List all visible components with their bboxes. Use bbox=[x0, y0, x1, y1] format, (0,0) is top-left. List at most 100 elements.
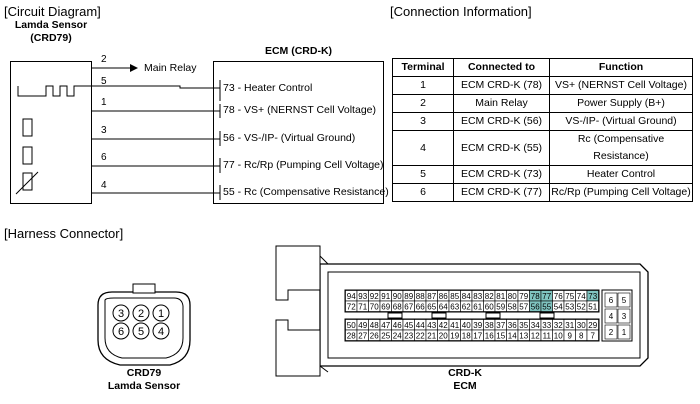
crdk-pin: 67 bbox=[404, 302, 413, 311]
crdk-pin: 83 bbox=[473, 292, 482, 301]
crdk-pin: 31 bbox=[565, 321, 574, 330]
crdk-pin: 14 bbox=[508, 331, 517, 340]
crdk-code: CRD-K bbox=[448, 367, 482, 379]
crdk-pin: 88 bbox=[416, 292, 425, 301]
crdk-pin: 39 bbox=[473, 321, 482, 330]
ecm-terminal-label: 73 - Heater Control bbox=[223, 82, 313, 94]
crdk-pin: 84 bbox=[462, 292, 471, 301]
crdk-pin: 94 bbox=[347, 292, 356, 301]
crdk-pin: 13 bbox=[519, 331, 528, 340]
crdk-pin: 82 bbox=[485, 292, 494, 301]
table-cell: VS+ (NERNST Cell Voltage) bbox=[549, 76, 693, 95]
crdk-pin-cell bbox=[586, 329, 599, 341]
sensor-box bbox=[10, 61, 92, 204]
crdk-pin: 7 bbox=[591, 331, 596, 340]
crdk-pin: 34 bbox=[531, 321, 540, 330]
crdk-pin: 25 bbox=[381, 331, 390, 340]
crdk-pin: 61 bbox=[473, 302, 482, 311]
crdk-pin: 17 bbox=[473, 331, 482, 340]
crdk-side-pin-cell bbox=[617, 292, 631, 308]
table-header: Terminal bbox=[392, 58, 454, 77]
crdk-pin: 69 bbox=[381, 302, 390, 311]
sensor-code: (CRD79) bbox=[30, 32, 72, 44]
crdk-pin: 85 bbox=[450, 292, 459, 301]
harness-connector-title: [Harness Connector] bbox=[4, 226, 124, 241]
crdk-pin: 42 bbox=[439, 321, 448, 330]
crd79-pin: 3 bbox=[118, 308, 124, 320]
crdk-pin: 68 bbox=[393, 302, 402, 311]
crdk-pin: 71 bbox=[358, 302, 367, 311]
crdk-pin: 54 bbox=[554, 302, 563, 311]
crdk-side-pin: 5 bbox=[622, 296, 627, 305]
crd79-pin: 5 bbox=[138, 326, 144, 338]
crdk-pin: 16 bbox=[485, 331, 494, 340]
crdk-pin: 35 bbox=[519, 321, 528, 330]
crdk-side-pin: 1 bbox=[622, 328, 627, 337]
crdk-pin: 92 bbox=[370, 292, 379, 301]
sensor-name: Lamda Sensor bbox=[14, 19, 88, 31]
crdk-pin: 70 bbox=[370, 302, 379, 311]
crd79-code: CRD79 bbox=[126, 367, 162, 379]
connection-info-title: [Connection Information] bbox=[390, 4, 532, 19]
crdk-pin: 15 bbox=[496, 331, 505, 340]
crdk-pin: 81 bbox=[496, 292, 505, 301]
crdk-pin: 45 bbox=[404, 321, 413, 330]
table-cell: ECM CRD-K (73) bbox=[453, 165, 550, 184]
crdk-side-pin: 4 bbox=[609, 312, 614, 321]
circuit-diagram-title: [Circuit Diagram] bbox=[4, 4, 101, 19]
wire-pin: 3 bbox=[101, 125, 107, 136]
crdk-pin: 46 bbox=[393, 321, 402, 330]
ecm-title: ECM (CRD-K) bbox=[264, 45, 333, 57]
crdk-pin: 90 bbox=[393, 292, 402, 301]
table-cell: Heater Control bbox=[549, 165, 693, 184]
wire-pin: 4 bbox=[101, 180, 107, 191]
table-cell: ECM CRD-K (77) bbox=[453, 183, 550, 202]
crdk-pin: 51 bbox=[588, 302, 597, 311]
crdk-pin: 20 bbox=[439, 331, 448, 340]
crdk-pin: 28 bbox=[347, 331, 356, 340]
crdk-pin: 9 bbox=[568, 331, 573, 340]
crdk-pin: 18 bbox=[462, 331, 471, 340]
crdk-pin: 75 bbox=[565, 292, 574, 301]
crdk-side-pin: 6 bbox=[609, 296, 614, 305]
ecm-terminal-label: 78 - VS+ (NERNST Cell Voltage) bbox=[223, 104, 376, 116]
crdk-pin: 53 bbox=[565, 302, 574, 311]
crdk-pin: 77 bbox=[542, 292, 551, 301]
crdk-pin: 66 bbox=[416, 302, 425, 311]
crdk-pin: 10 bbox=[554, 331, 563, 340]
crdk-pin: 26 bbox=[370, 331, 379, 340]
crdk-pin: 43 bbox=[427, 321, 436, 330]
crdk-pin: 30 bbox=[577, 321, 586, 330]
ecm-terminal-label: 55 - Rc (Compensative Resistance) bbox=[223, 186, 389, 198]
crd79-pin: 1 bbox=[158, 308, 164, 320]
ecm-terminal-label: 56 - VS-/IP- (Virtual Ground) bbox=[223, 132, 356, 144]
crd79-name: Lamda Sensor bbox=[107, 380, 181, 392]
ecm-box bbox=[213, 61, 384, 204]
crdk-pin: 48 bbox=[370, 321, 379, 330]
crdk-pin: 12 bbox=[531, 331, 540, 340]
crdk-pin: 37 bbox=[496, 321, 505, 330]
crdk-pin: 22 bbox=[416, 331, 425, 340]
crdk-pin: 33 bbox=[542, 321, 551, 330]
crdk-pin: 87 bbox=[427, 292, 436, 301]
crdk-pin: 38 bbox=[485, 321, 494, 330]
crdk-pin: 64 bbox=[439, 302, 448, 311]
crdk-pin: 11 bbox=[543, 331, 552, 340]
crdk-pin: 36 bbox=[508, 321, 517, 330]
crdk-pin: 60 bbox=[485, 302, 494, 311]
crdk-pin: 62 bbox=[462, 302, 471, 311]
crdk-pin: 29 bbox=[588, 321, 597, 330]
crdk-side-pin-cell bbox=[617, 324, 631, 340]
crdk-pin-cell bbox=[586, 300, 599, 312]
wire-pin: 5 bbox=[101, 76, 107, 87]
crdk-pin: 57 bbox=[519, 302, 528, 311]
crdk-pin: 93 bbox=[358, 292, 367, 301]
crdk-pin: 21 bbox=[427, 331, 436, 340]
crdk-pin: 40 bbox=[462, 321, 471, 330]
crdk-pin: 76 bbox=[554, 292, 563, 301]
